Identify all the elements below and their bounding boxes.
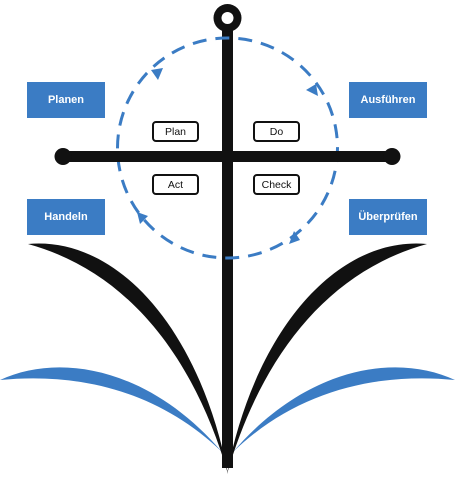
anchor-shaft [222,28,233,468]
wave-left [0,367,222,452]
arrow-icon [137,212,148,224]
anchor-ring-hole [221,12,234,24]
phase-box-ueberpruefen: Überprüfen [349,199,427,235]
anchor-arm-right [227,243,427,474]
phase-box-planen: Planen [27,82,105,118]
cycle-label-plan: Plan [152,121,199,142]
phase-box-ausfuehren: Ausführen [349,82,427,118]
anchor-arm-left [28,243,228,474]
arrow-icon [151,68,163,80]
cycle-label-act: Act [152,174,199,195]
cycle-label-do: Do [253,121,300,142]
stock-end-right [383,148,401,165]
cycle-circle [116,36,339,260]
cycle-label-check: Check [253,174,300,195]
wave-right [233,367,455,452]
stock-end-left [54,148,72,165]
anchor-stock [62,151,393,162]
arrow-icon [289,231,300,244]
arrow-icon [306,84,318,96]
phase-box-handeln: Handeln [27,199,105,235]
